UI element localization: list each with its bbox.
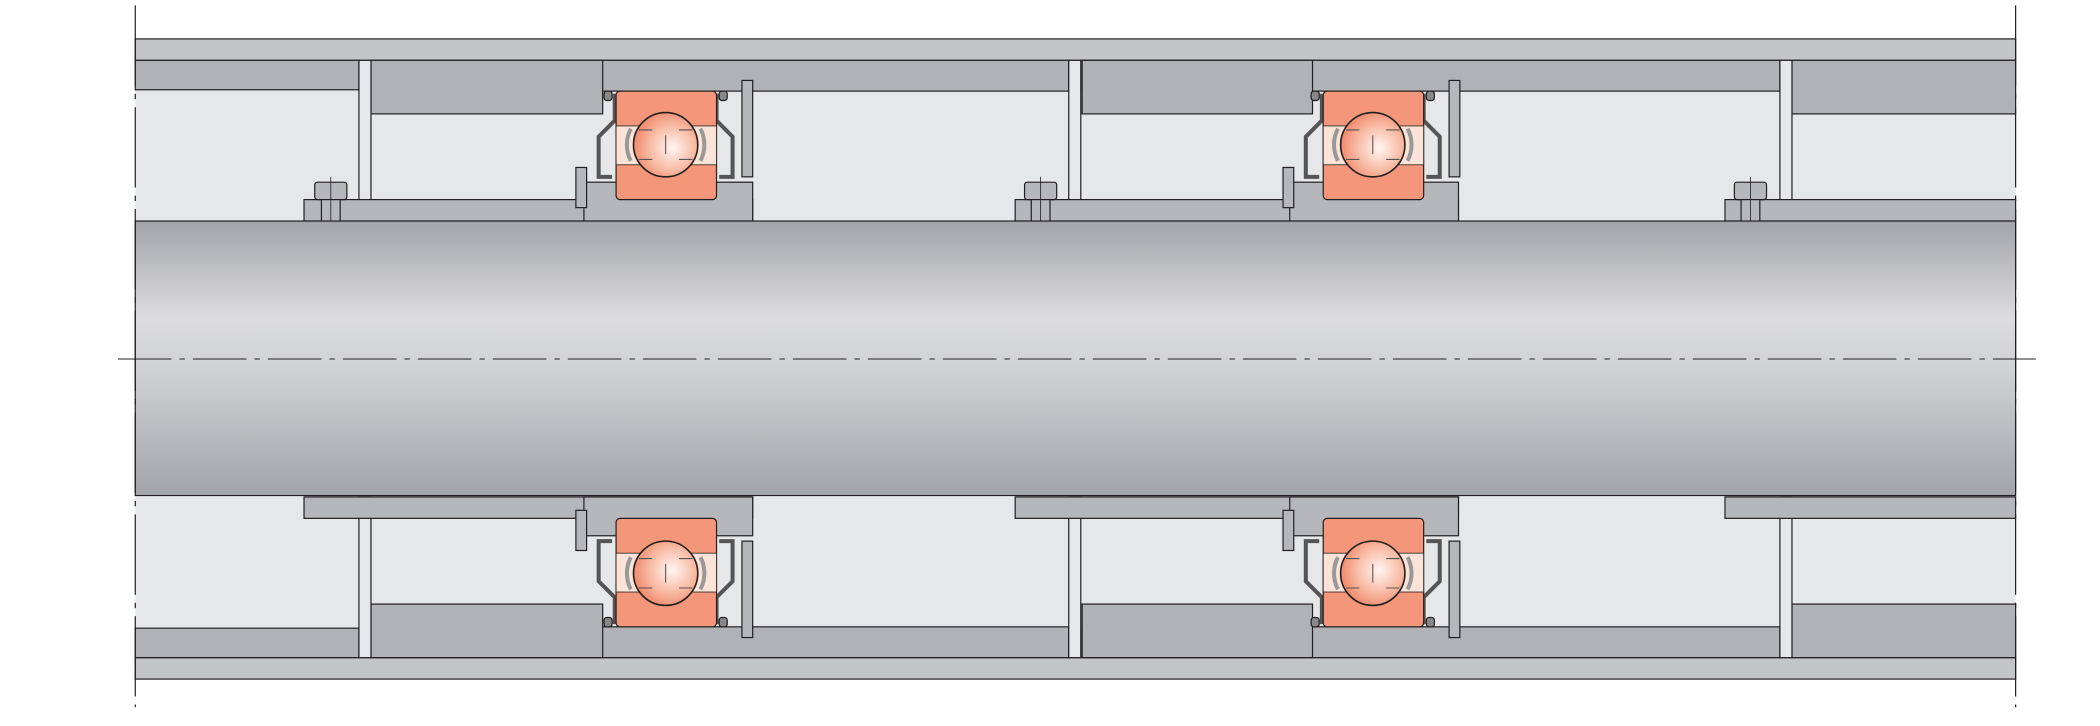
adapter-sleeve	[1724, 199, 2017, 222]
cage-right	[698, 556, 707, 591]
seal-left	[596, 539, 617, 625]
housing-band	[134, 59, 360, 91]
housing-rib	[358, 496, 372, 659]
housing-band-thick	[1791, 603, 2017, 659]
bearing	[1282, 79, 1461, 209]
o-ring	[718, 90, 728, 102]
retaining-plate	[1448, 79, 1461, 178]
o-ring	[603, 616, 613, 628]
retaining-plate	[741, 540, 754, 639]
ball-centerline	[1345, 129, 1400, 160]
ball-centerline	[638, 129, 693, 160]
cage-right	[1405, 556, 1414, 591]
cage-right	[698, 127, 707, 162]
o-ring	[1310, 90, 1320, 102]
adapter-sleeve	[1724, 496, 2017, 519]
o-ring	[1310, 616, 1320, 628]
bearing	[1282, 509, 1461, 639]
housing-rib	[358, 59, 372, 222]
housing-band-thick	[370, 603, 604, 659]
o-ring	[718, 616, 728, 628]
o-ring	[603, 90, 613, 102]
retaining-plate	[741, 79, 754, 178]
housing-rib	[1779, 59, 1793, 222]
bearing	[575, 509, 754, 639]
housing-band	[134, 627, 360, 659]
housing-rib	[1068, 496, 1082, 659]
lock-nut	[575, 509, 588, 552]
o-ring	[1425, 616, 1435, 628]
seal-left	[1303, 539, 1324, 625]
ball-centerline	[1345, 558, 1400, 589]
housing-rib	[1068, 59, 1082, 222]
shaft-body	[134, 220, 2017, 497]
housing-band-thick	[1081, 603, 1314, 659]
housing-band-thick	[1791, 59, 2017, 115]
lock-nut	[1282, 166, 1295, 209]
housing-band-thick	[1081, 59, 1314, 115]
cage-left	[624, 127, 633, 162]
bearing	[575, 79, 754, 209]
seal-left	[1303, 93, 1324, 179]
cage-left	[624, 556, 633, 591]
cage-right	[1405, 127, 1414, 162]
cage-left	[1332, 127, 1340, 162]
lower-half	[134, 496, 2017, 680]
outer-tube	[134, 657, 2017, 680]
seal-left	[596, 93, 617, 179]
lock-nut	[1282, 509, 1295, 552]
lock-nut	[575, 166, 588, 209]
housing-band-thick	[370, 59, 604, 115]
outer-tube	[134, 38, 2017, 61]
cage-left	[1332, 556, 1340, 591]
ball-centerline	[638, 558, 693, 589]
shaft	[117, 5, 2036, 708]
retaining-plate	[1448, 540, 1461, 639]
housing-rib	[1779, 496, 1793, 659]
o-ring	[1425, 90, 1435, 102]
